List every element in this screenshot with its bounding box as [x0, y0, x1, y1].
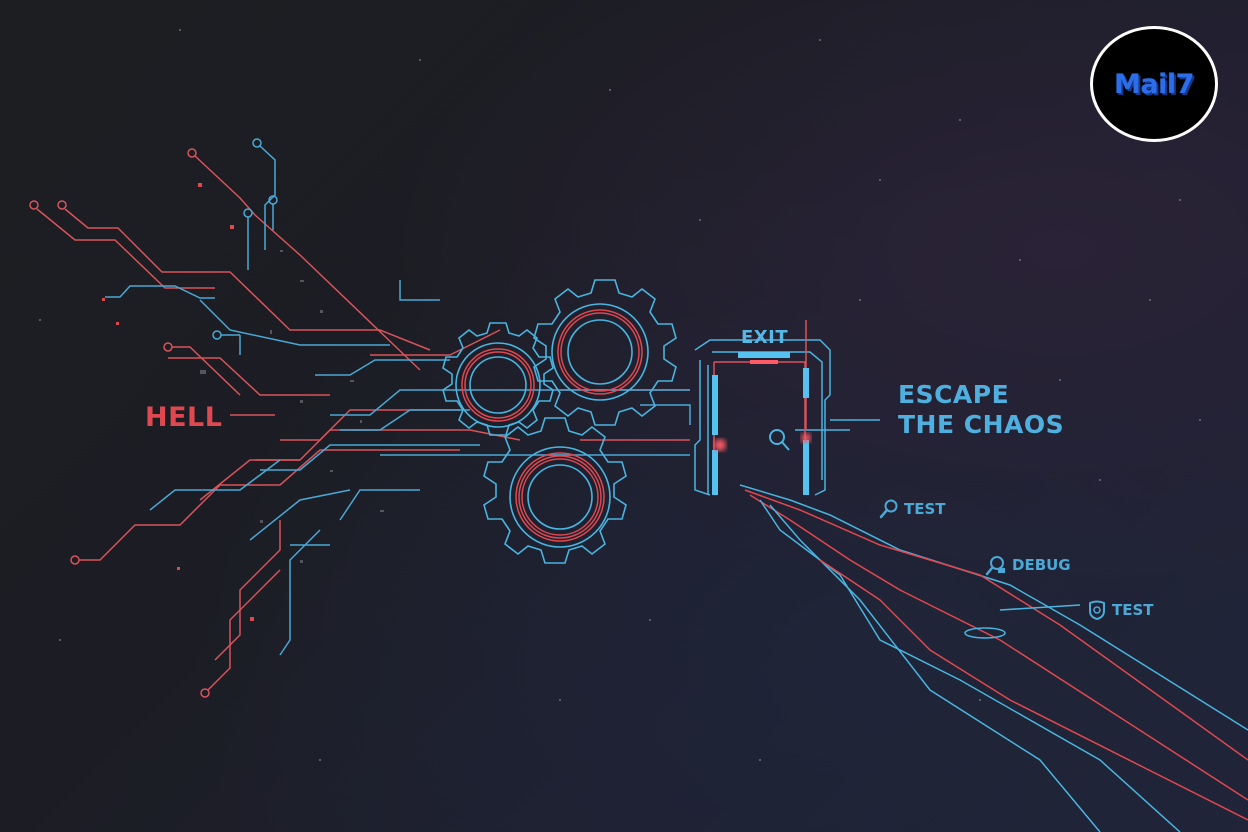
gears — [442, 279, 677, 564]
debug-tag-label: DEBUG — [1012, 556, 1071, 574]
exit-door-bars — [712, 352, 809, 495]
debug-magnifier-icon — [985, 556, 1005, 576]
exit-door-frame — [694, 339, 880, 496]
blue-traces — [105, 138, 691, 656]
escape-line-1: ESCAPE — [898, 380, 1010, 409]
exit-label: EXIT — [741, 327, 789, 348]
glow-dot — [801, 433, 811, 443]
escape-heading: ESCAPE THE CHAOS — [898, 380, 1064, 440]
hell-label: HELL — [145, 402, 223, 433]
debris — [200, 250, 384, 563]
gear-red-rings — [461, 309, 643, 542]
shield-badge-icon — [1089, 600, 1105, 621]
red-dots — [102, 183, 254, 621]
glow-dot — [714, 439, 726, 451]
logo-text: Mail7 — [1114, 68, 1194, 100]
test-tag-label: TEST — [904, 500, 946, 518]
magnifier-icon — [879, 499, 898, 519]
exit-red-bar — [750, 360, 778, 364]
debug-tag: DEBUG — [984, 554, 1071, 576]
red-traces — [29, 148, 690, 698]
escape-line-2: THE CHAOS — [898, 410, 1065, 439]
stars — [39, 29, 1201, 761]
test-tag-2-label: TEST — [1112, 601, 1154, 619]
door-magnifier-icon — [769, 429, 790, 451]
test-tag: TEST — [878, 498, 946, 520]
mail7-logo: Mail7 — [1090, 26, 1218, 142]
exit-path-traces — [739, 484, 1248, 832]
test-tag-2: TEST — [1086, 599, 1154, 621]
